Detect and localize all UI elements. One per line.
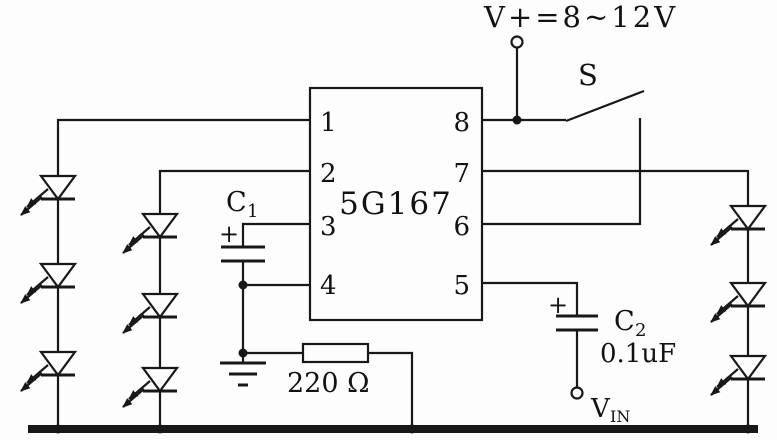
c2-label: C [614,306,635,337]
wire-pin1-to-led-column1 [56,118,310,427]
ic-pin-2-label: 2 [320,159,337,189]
c2-polarity-mark: + [548,291,568,319]
ic-body [308,86,484,322]
switch-icon [565,89,645,123]
c2-value-label: 0.1uF [600,339,676,369]
wire-pin5-to-c2 [482,281,579,316]
c1-label: C [226,187,247,218]
led-icon [711,206,765,245]
switch-label: S [578,58,598,92]
wire-pin7-to-led-column3 [482,169,750,427]
vin-terminal-icon [570,386,584,400]
vin-label-subscript: IN [610,407,630,426]
led-icon [711,356,765,395]
ic-pin-5-label: 5 [453,271,470,301]
ic-pin-3-label: 3 [320,212,337,242]
ic-pin-6-label: 6 [453,212,470,242]
resistor-value-label: 220 Ω [287,368,370,399]
junction-dot [53,424,63,434]
supply-terminal-icon [510,35,524,49]
capacitor-c2-icon [556,314,598,332]
supply-voltage-label: V+=8~12V [483,0,678,34]
led-icon [21,176,75,215]
ic-pin-8-label: 8 [453,108,470,138]
c1-polarity-mark: + [219,220,239,248]
junction-dot [238,280,248,290]
led-icon [21,264,75,303]
c1-label-subscript: 1 [247,201,258,222]
wire-pin3-to-c1 [241,222,310,247]
led-icon [123,214,177,253]
resistor-icon [301,342,370,364]
junction-dot [155,424,165,434]
ground-icon [220,361,266,387]
ic-pin-1-label: 1 [320,108,337,138]
capacitor-c1-icon [221,245,265,263]
junction-dot [238,348,248,358]
c2-label-subscript: 2 [635,320,646,341]
junction-dot [512,115,522,125]
vin-label: V [590,394,611,424]
ic-pin-4-label: 4 [320,271,337,301]
wire-group [56,48,750,427]
wire-resistor-right-lead [368,351,414,427]
ic-pin-7-label: 7 [453,159,470,189]
led-icon [123,368,177,407]
ic-label: 5G167 [339,186,453,222]
led-icon [21,352,75,391]
led-icon [711,283,765,322]
led-icon [123,294,177,333]
junction-dot [407,424,417,434]
wire-switch-to-pin6 [482,118,642,226]
wire-pin2-to-led-column2 [158,169,310,427]
junction-dot [743,424,753,434]
